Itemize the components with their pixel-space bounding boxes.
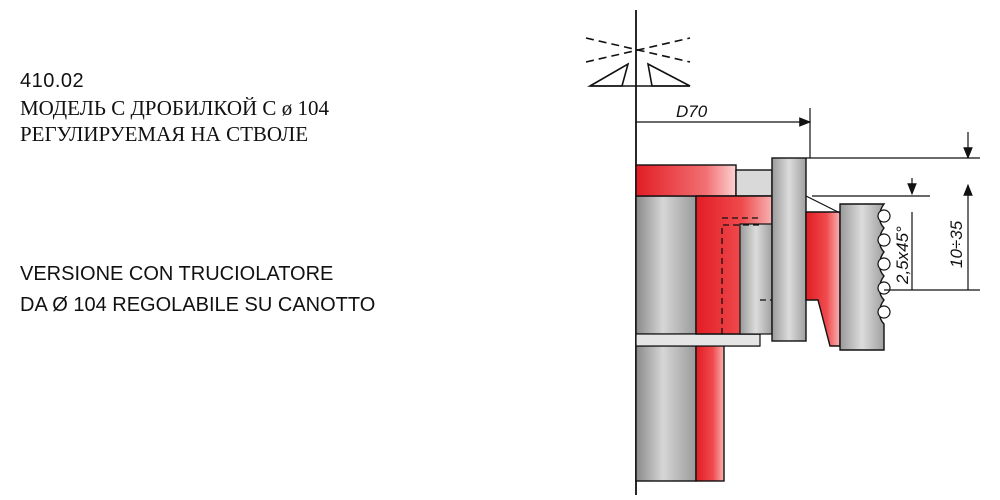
chamfer-dimension bbox=[812, 178, 930, 290]
top-red-band bbox=[635, 164, 737, 197]
lower-red-sleeve bbox=[695, 333, 725, 482]
title-russian-line-1: МОДЕЛЬ С ДРОБИЛКОЙ С ø 104 bbox=[20, 96, 329, 120]
adjustable-disc bbox=[771, 157, 807, 342]
height-dimension bbox=[806, 132, 980, 291]
profile-cutter bbox=[839, 203, 886, 351]
diameter-dimension-label: D70 bbox=[676, 102, 708, 121]
spindle-symbol-icon bbox=[585, 37, 691, 87]
title-italian-line-1: VERSIONE CON TRUCIOLATORE bbox=[20, 263, 334, 285]
diameter-dimension bbox=[636, 108, 812, 158]
title-russian-line-2: РЕГУЛИРУЕМАЯ НА СТВОЛЕ bbox=[20, 122, 309, 146]
model-code: 410.02 bbox=[20, 70, 85, 92]
cutter-scallops bbox=[877, 209, 891, 319]
title-italian-line-2: DA Ø 104 REGOLABILE SU CANOTTO bbox=[20, 294, 376, 316]
chamfer-dimension-label: 2,5x45° bbox=[893, 226, 912, 285]
height-dimension-label: 10÷35 bbox=[947, 220, 966, 268]
cutter-red-blade bbox=[805, 211, 841, 347]
